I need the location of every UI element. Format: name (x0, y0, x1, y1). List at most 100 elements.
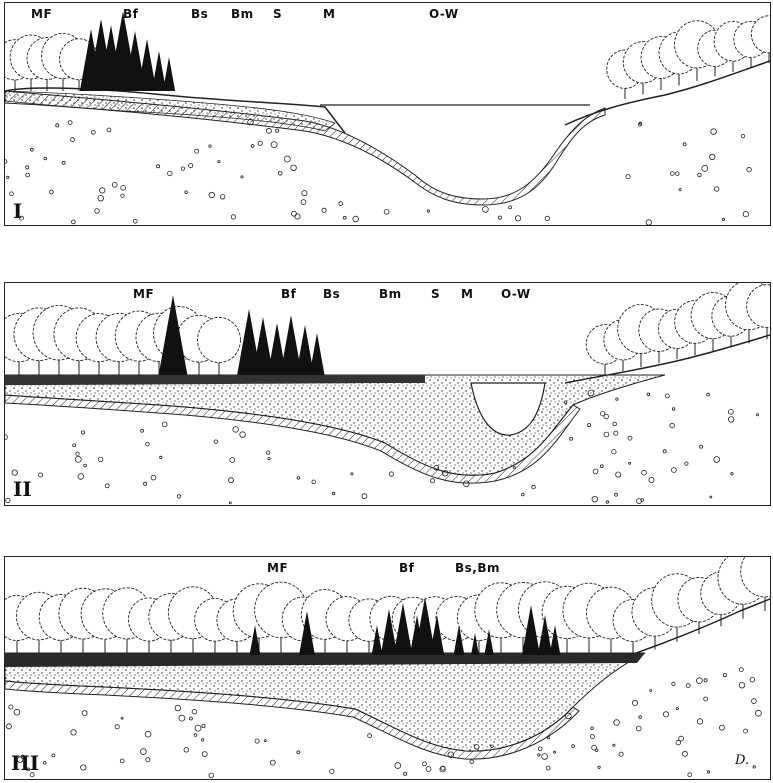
conifer-tree (237, 309, 261, 375)
soil-pebble (678, 735, 684, 742)
soil-pebble (81, 710, 88, 717)
succession-panel-1: MF Bf Bs Bm S M O-W I (4, 2, 771, 226)
soil-pebble (167, 170, 173, 177)
soil-pebble (646, 392, 650, 396)
soil-pebble (497, 215, 502, 220)
soil-pebble (738, 667, 744, 672)
soil-pebble (208, 191, 215, 199)
soil-pebble (145, 441, 150, 447)
soil-pebble (184, 190, 188, 194)
soil-pebble (80, 764, 87, 771)
soil-pebble (696, 718, 704, 725)
soil-pebble (20, 754, 25, 759)
soil-pebble (590, 734, 595, 740)
soil-pebble (742, 211, 749, 218)
soil-pebble (614, 492, 618, 497)
soil-pebble (429, 478, 435, 484)
soil-pebble (682, 750, 688, 757)
soil-pebble (265, 127, 272, 134)
left-mat (5, 90, 336, 132)
conifer-tree (252, 317, 274, 375)
zone-label-mf: MF (267, 561, 289, 575)
soil-pebble (277, 171, 283, 176)
soil-pebble (70, 137, 75, 142)
conifer-tree (158, 295, 188, 375)
soil-pebble (55, 123, 60, 128)
soil-pebble (740, 134, 746, 139)
soil-pebble (537, 746, 543, 752)
dark-peat-band (5, 653, 645, 667)
soil-pebble (597, 765, 601, 769)
soil-pebble (675, 739, 681, 746)
soil-pebble (749, 676, 755, 683)
conifer-tree (162, 57, 176, 91)
soil-pebble (746, 166, 752, 173)
soil-pebble (590, 726, 594, 730)
soil-pebble (114, 724, 120, 730)
zone-label-bsbm: Bs,Bm (455, 561, 500, 575)
soil-pebble (219, 194, 226, 200)
soil-pebble (469, 759, 474, 764)
conifer-tree (429, 615, 445, 655)
soil-pebble (201, 738, 205, 742)
succession-panel-2: MF Bf Bs Bm S M O-W II (4, 282, 771, 506)
soil-pebble (751, 698, 757, 704)
soil-pebble (254, 738, 260, 744)
soil-pebble (627, 435, 633, 441)
soil-pebble (537, 753, 541, 757)
soil-pebble (645, 219, 652, 225)
soil-pebble (228, 501, 232, 505)
zone-label-bf: Bf (399, 561, 415, 575)
soil-pebble (329, 768, 335, 774)
soil-pebble (641, 469, 647, 476)
soil-pebble (6, 175, 10, 179)
soil-pebble (178, 714, 186, 722)
soil-pebble (663, 711, 670, 718)
soil-pebble (394, 762, 402, 769)
zone-label-bf: Bf (123, 7, 139, 21)
soil-pebble (194, 724, 202, 732)
soil-pebble (51, 753, 56, 758)
soil-pebble (290, 164, 297, 171)
zone-label-bs: Bs (191, 7, 209, 21)
soil-pebble (301, 190, 308, 197)
soil-pebble (43, 156, 47, 161)
soil-pebble (738, 681, 746, 689)
soil-pebble (19, 215, 24, 221)
conifer-tree (309, 333, 325, 375)
deciduous-tree (740, 557, 770, 598)
soil-pebble (613, 430, 619, 436)
soil-pebble (201, 751, 208, 758)
soil-pebble (99, 187, 106, 194)
zone-label-ow: O-W (501, 287, 531, 301)
peat-base-hatch (5, 394, 581, 484)
soil-pebble (352, 215, 359, 223)
soil-pebble (367, 733, 373, 739)
soil-pebble (71, 219, 76, 225)
soil-pebble (228, 477, 234, 484)
panel-3-drawing (5, 557, 770, 778)
soil-pebble (684, 461, 689, 466)
soil-pebble (91, 130, 96, 135)
soil-pebble (150, 474, 157, 481)
soil-pebble (240, 175, 244, 179)
soil-pebble (275, 128, 280, 133)
soil-pebble (74, 455, 82, 463)
soil-pebble (9, 191, 14, 197)
conifer-tree (151, 51, 167, 91)
soil-pebble (403, 771, 408, 776)
soil-pebble (67, 120, 73, 125)
soil-pebble (541, 753, 548, 760)
soil-pebble (267, 457, 271, 461)
soil-pebble (669, 171, 675, 176)
panel-3-trees (5, 557, 770, 655)
soil-pebble (338, 201, 344, 206)
soil-pebble (514, 215, 522, 222)
soil-pebble (709, 495, 713, 499)
zone-label-bf: Bf (281, 287, 297, 301)
soil-pebble (722, 673, 727, 678)
soil-pebble (296, 750, 301, 755)
soil-pebble (756, 413, 760, 417)
soil-pebble (266, 450, 271, 455)
soil-pebble (72, 443, 77, 448)
